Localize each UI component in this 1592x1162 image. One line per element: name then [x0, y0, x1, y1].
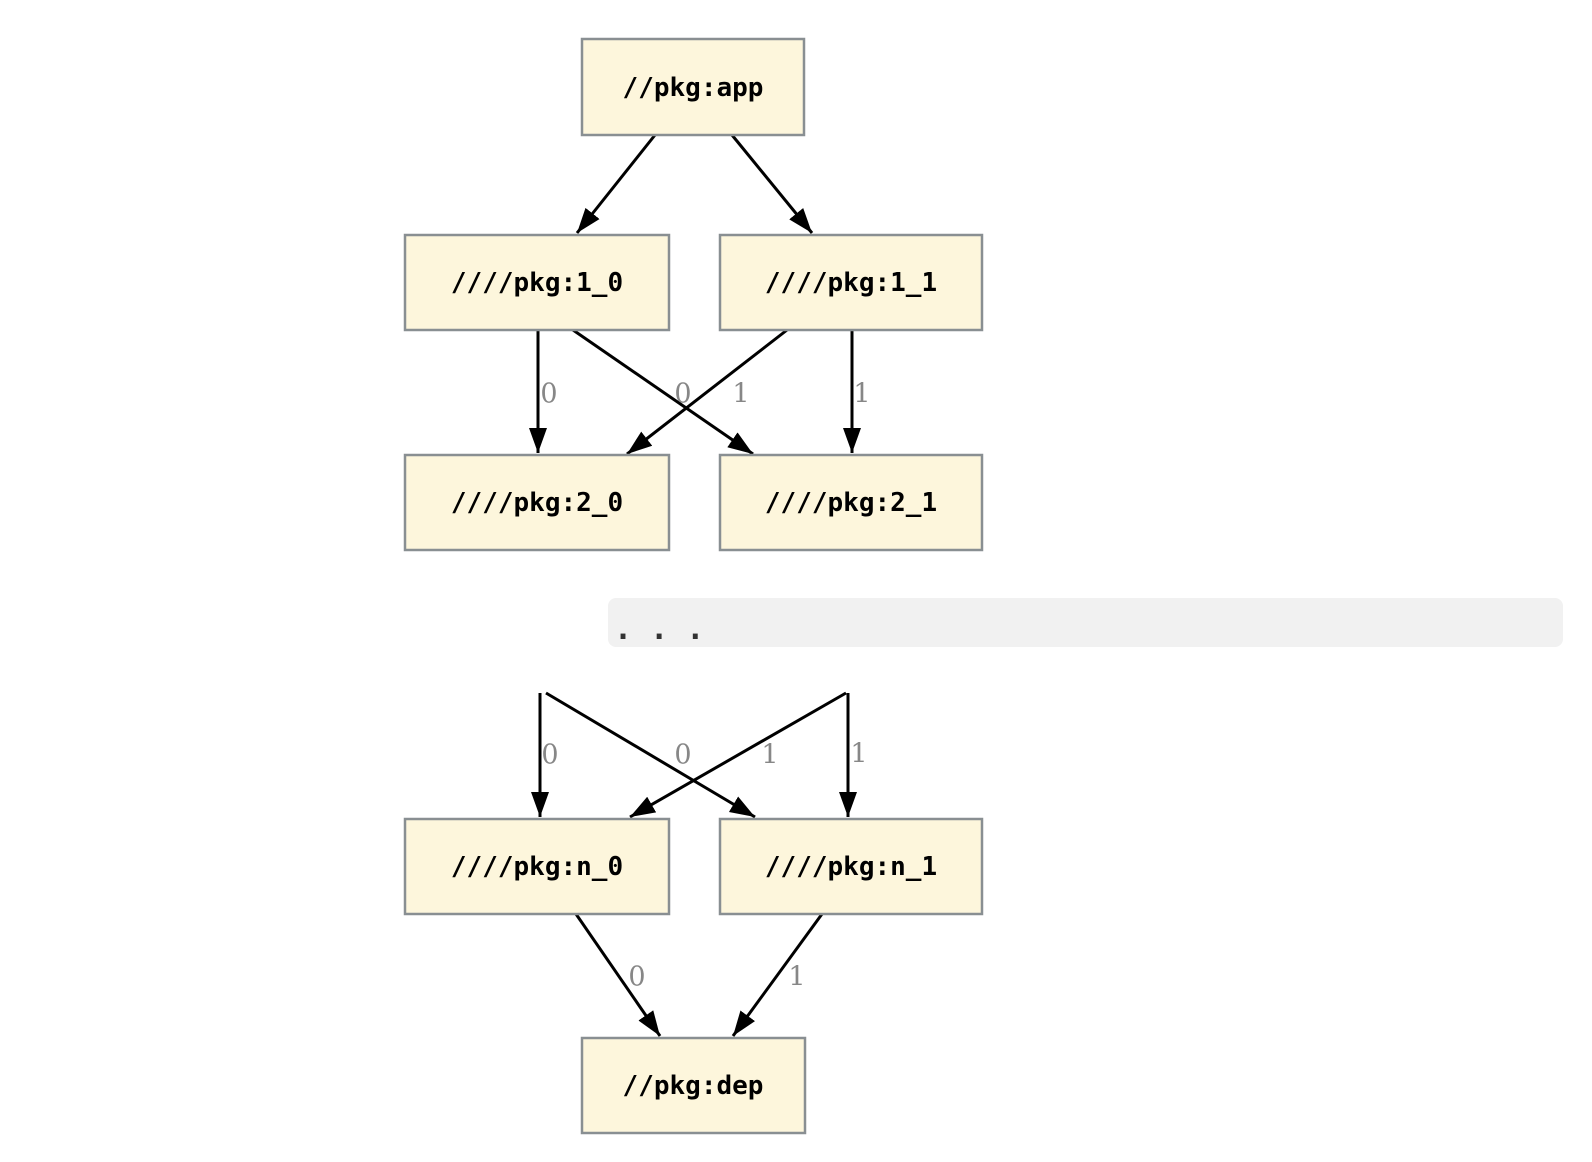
- edge-1_0-to-2_1: 1: [572, 328, 754, 456]
- edge-label: 1: [788, 962, 805, 993]
- edge-label: 0: [540, 379, 557, 410]
- edge-1_1-to-2_0: 0: [626, 328, 788, 456]
- edge-ellipsis-to-n_0-cross: 0: [629, 691, 847, 819]
- edge-ellipsis-to-n_1-cross: 1: [545, 691, 779, 819]
- graph-node-n_0: ////pkg:n_0: [403, 817, 671, 916]
- node-label: ////pkg:n_1: [765, 852, 937, 882]
- node-label: ////pkg:n_0: [451, 852, 623, 882]
- graph-node-2_0: ////pkg:2_0: [403, 453, 671, 552]
- ellipsis-dots: . . .: [614, 612, 704, 647]
- node-label: ////pkg:1_1: [765, 268, 937, 298]
- edge-ellipsis-to-n_1-right: 1: [839, 693, 868, 817]
- edge-1_0-to-2_0: 0: [529, 330, 558, 453]
- graph-node-dep: //pkg:dep: [580, 1036, 807, 1135]
- edge-label: 1: [761, 740, 778, 771]
- edge-app-to-1_1: [730, 134, 814, 234]
- edge-label: 0: [541, 740, 558, 771]
- node-label: //pkg:dep: [623, 1071, 764, 1101]
- edge-label: 1: [732, 379, 749, 410]
- graph-node-2_1: ////pkg:2_1: [718, 453, 984, 552]
- graph-node-1_1: ////pkg:1_1: [718, 233, 984, 332]
- ellipsis-separator: . . .: [608, 598, 1563, 647]
- edge-label: 0: [628, 962, 645, 993]
- graph-node-app: //pkg:app: [580, 37, 806, 137]
- node-label: //pkg:app: [623, 73, 764, 103]
- edge-app-to-1_0: [575, 134, 657, 234]
- edge-label: 0: [674, 379, 691, 410]
- node-label: ////pkg:2_0: [451, 488, 623, 518]
- graph-node-n_1: ////pkg:n_1: [718, 817, 984, 916]
- edge-n_0-to-dep: 0: [574, 913, 662, 1037]
- edge-label: 1: [853, 379, 870, 410]
- graph-node-1_0: ////pkg:1_0: [403, 233, 671, 332]
- edge-1_1-to-2_1: 1: [843, 330, 871, 453]
- edge-label: 1: [850, 739, 867, 770]
- node-label: ////pkg:1_0: [451, 268, 623, 298]
- edge-ellipsis-to-n_0-left: 0: [531, 693, 559, 817]
- node-label: ////pkg:2_1: [765, 488, 937, 518]
- edge-n_1-to-dep: 1: [731, 913, 824, 1037]
- edge-label: 0: [674, 740, 691, 771]
